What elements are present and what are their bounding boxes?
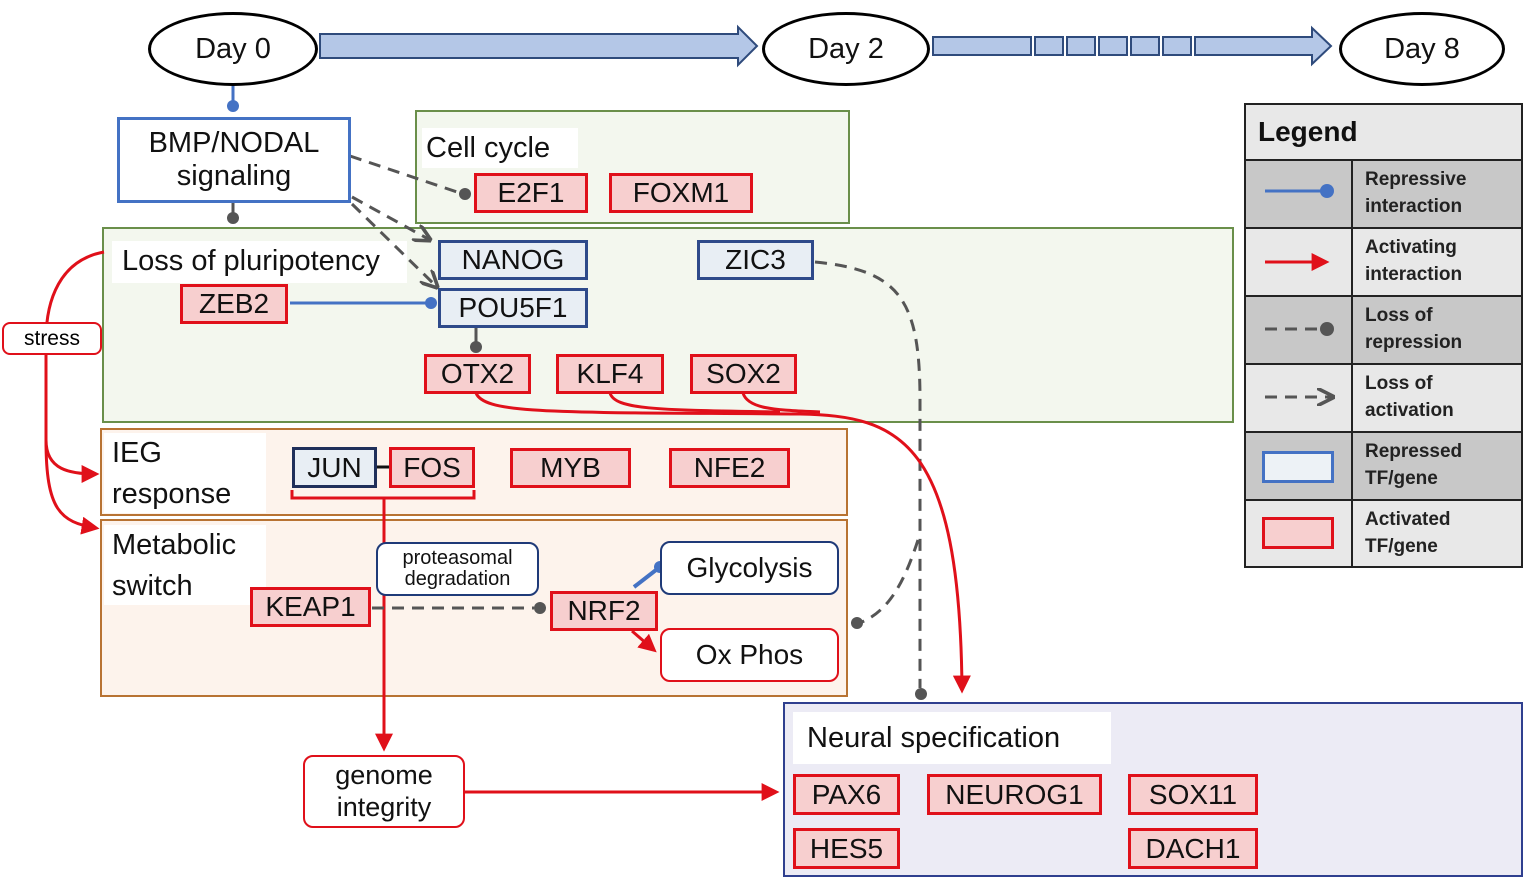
gene-zic3: ZIC3: [697, 240, 814, 280]
legend-swatch-activated: [1262, 517, 1334, 549]
legend-item-activating: Activating interaction: [1353, 229, 1521, 297]
gene-zeb2: ZEB2: [180, 284, 288, 324]
pluripotency-label: Loss of pluripotency: [112, 241, 407, 283]
gene-e2f1: E2F1: [474, 173, 588, 213]
day2-ellipse: Day 2: [762, 12, 930, 86]
gene-neurog1: NEUROG1: [927, 774, 1102, 815]
legend-title: Legend: [1246, 105, 1521, 161]
gene-nrf2: NRF2: [550, 591, 658, 631]
gene-fos: FOS: [389, 447, 475, 488]
ieg-label: IEG response: [104, 433, 266, 513]
legend-item-repressed: Repressed TF/gene: [1353, 433, 1521, 501]
oxphos-node: Ox Phos: [660, 628, 839, 682]
gene-dach1: DACH1: [1128, 828, 1258, 869]
gene-pou5f1: POU5F1: [438, 288, 588, 328]
stress-label: stress: [2, 322, 102, 355]
day8-ellipse: Day 8: [1339, 12, 1505, 86]
gene-klf4: KLF4: [556, 354, 664, 394]
genome-integrity-node: genome integrity: [303, 755, 465, 828]
legend-item-activated: Activated TF/gene: [1353, 501, 1521, 566]
legend-item-loss-activation: Loss of activation: [1353, 365, 1521, 433]
timeline-arrow-2-head: [1194, 25, 1333, 67]
proteasomal-degradation-node: proteasomal degradation: [376, 542, 539, 596]
gene-nfe2: NFE2: [669, 448, 790, 488]
day0-ellipse: Day 0: [148, 12, 318, 86]
legend-swatch-repressed: [1262, 451, 1334, 483]
gene-foxm1: FOXM1: [609, 173, 753, 213]
gene-nanog: NANOG: [438, 240, 588, 280]
metabolic-label: Metabolic switch: [104, 525, 266, 605]
gene-sox11: SOX11: [1128, 774, 1258, 815]
neural-label: Neural specification: [793, 712, 1111, 764]
gene-otx2: OTX2: [424, 354, 531, 394]
glycolysis-node: Glycolysis: [660, 541, 839, 595]
gene-myb: MYB: [510, 448, 631, 488]
gene-keap1: KEAP1: [250, 587, 371, 627]
gene-sox2: SOX2: [690, 354, 797, 394]
gene-jun: JUN: [292, 447, 377, 488]
legend-item-repressive: Repressive interaction: [1353, 161, 1521, 229]
bmp-nodal-node: BMP/NODAL signaling: [117, 117, 351, 203]
timeline-arrow-1: [319, 24, 759, 68]
legend: Legend Repressive interaction Activating…: [1244, 103, 1523, 568]
cell-cycle-label: Cell cycle: [422, 128, 578, 168]
timeline-arrow-2-seg: [932, 36, 1032, 56]
legend-item-loss-repression: Loss of repression: [1353, 297, 1521, 365]
gene-hes5: HES5: [793, 828, 900, 869]
gene-pax6: PAX6: [793, 774, 900, 815]
